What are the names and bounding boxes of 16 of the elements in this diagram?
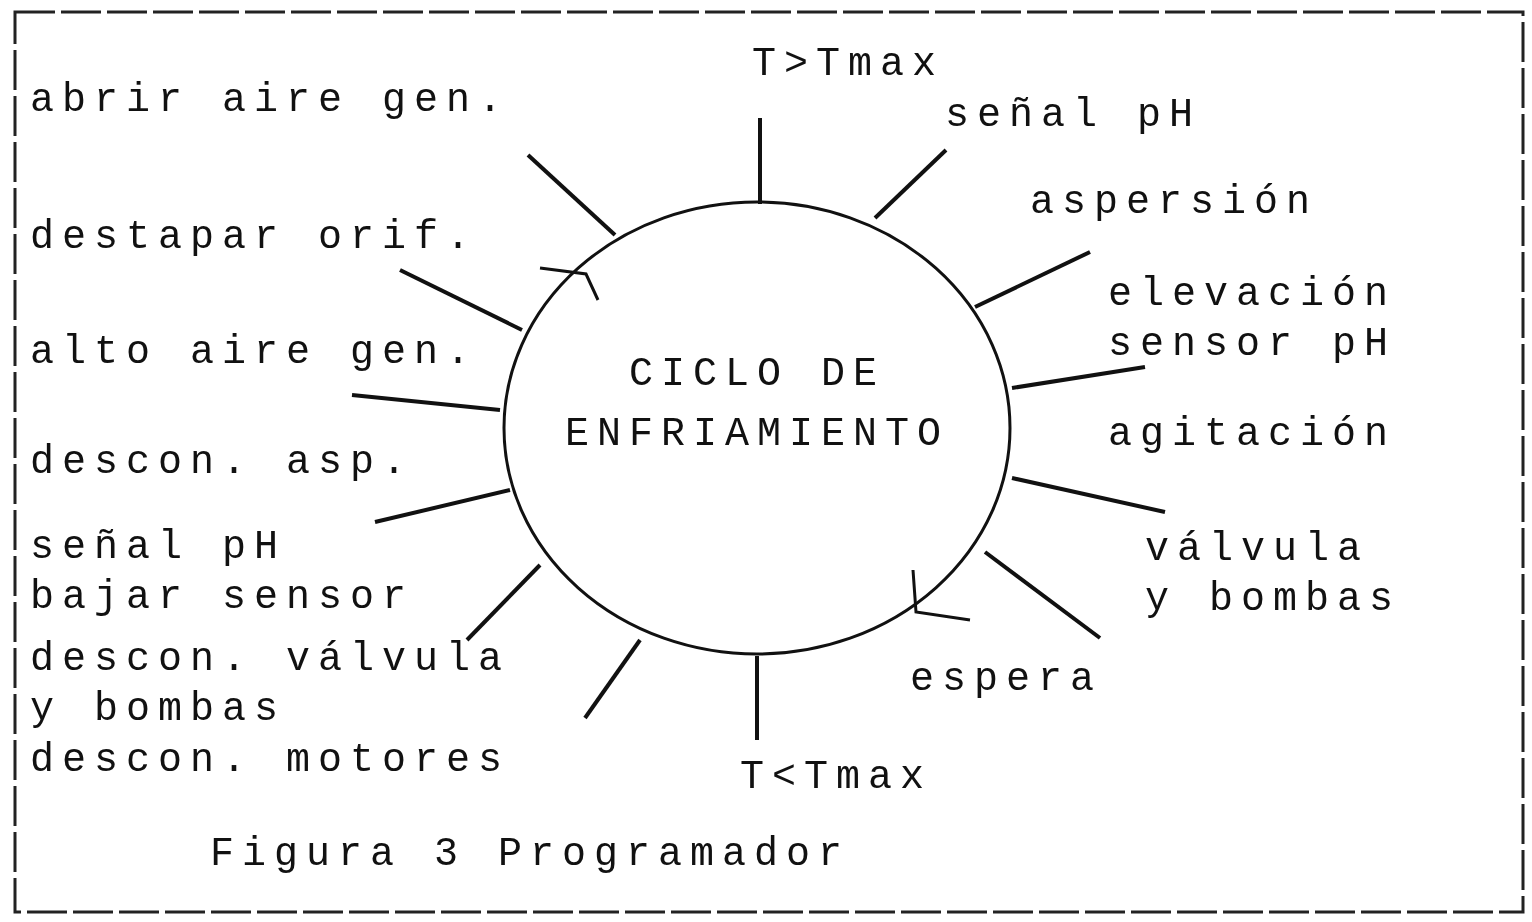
step-label: aspersión	[1030, 179, 1319, 227]
step-label: señal pH	[945, 92, 1202, 140]
step-label: elevación sensor pH	[1108, 271, 1398, 369]
step-label: espera	[910, 656, 1103, 704]
step-label: abrir aire gen.	[30, 77, 511, 125]
step-label: alto aire gen.	[30, 329, 479, 377]
cycle-circle	[502, 200, 1012, 656]
step-label: válvula y bombas	[1145, 526, 1403, 624]
step-label: descon. motores	[30, 737, 511, 785]
step-label: descon. asp.	[30, 439, 415, 487]
circle-title: CICLO DE ENFRIAMIENTO	[563, 351, 950, 459]
step-label: agitación	[1108, 411, 1397, 459]
step-label: T>Tmax	[752, 41, 945, 89]
step-label: destapar orif.	[30, 214, 479, 262]
figure-caption: Figura 3 Programador	[210, 831, 851, 879]
step-label: T<Tmax	[740, 754, 933, 802]
